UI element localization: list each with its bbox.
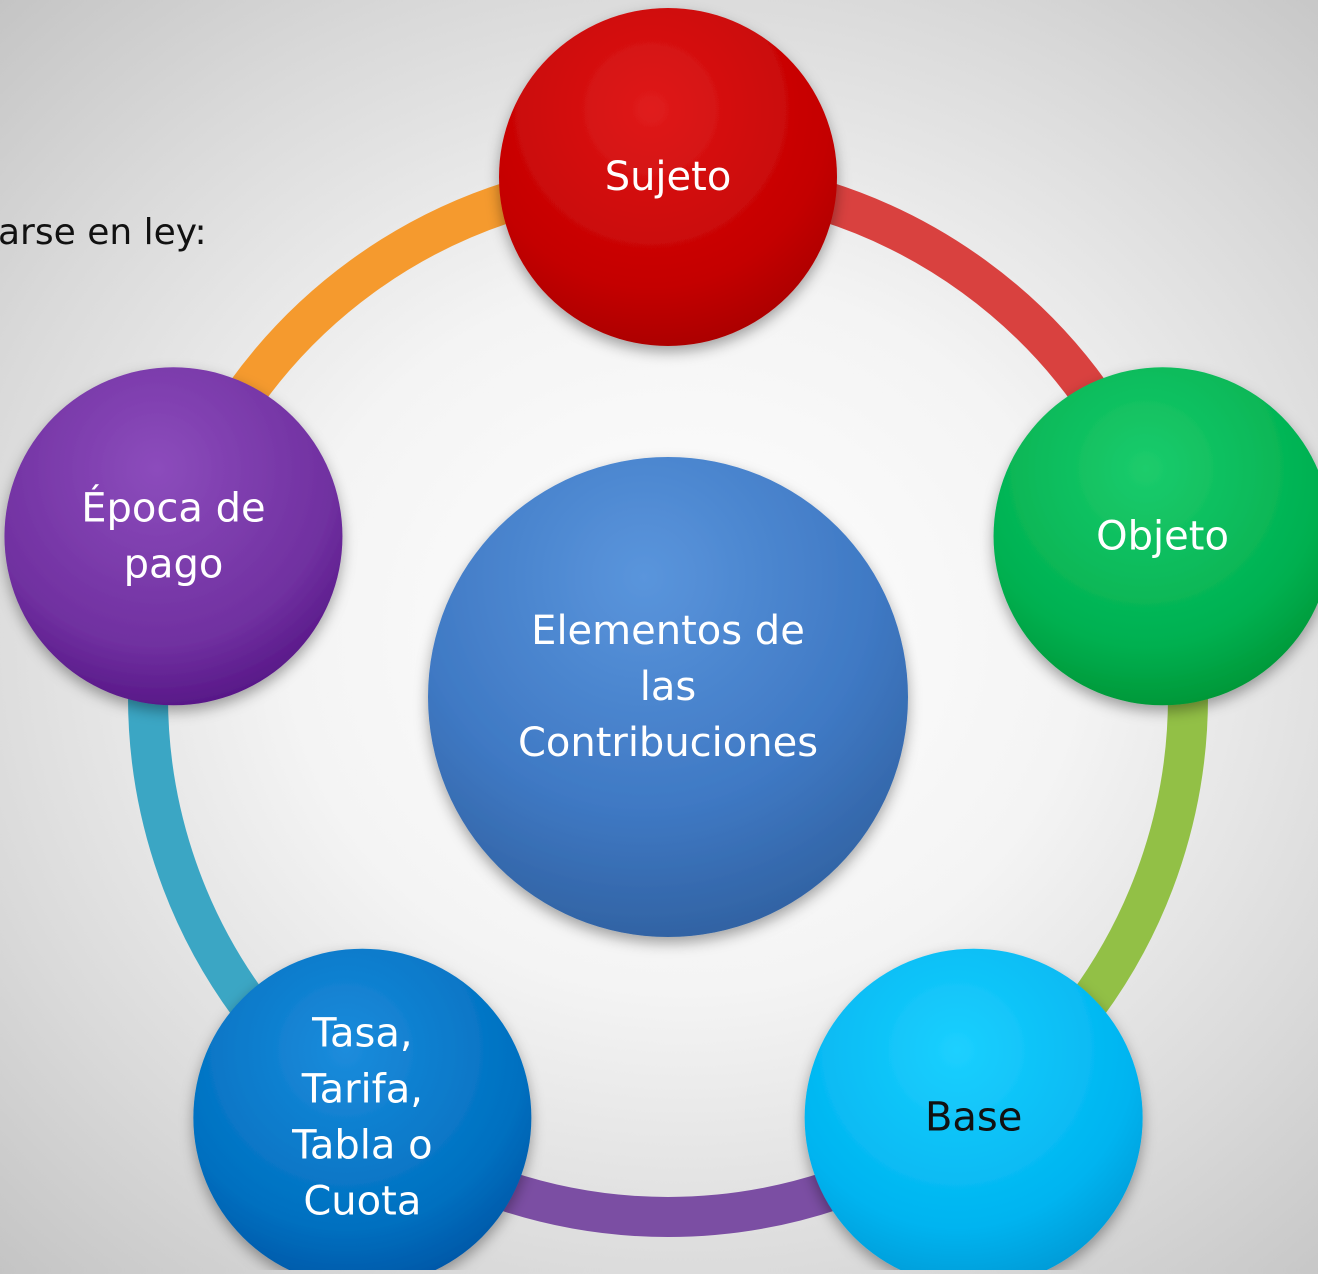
node-tasa-circle bbox=[193, 948, 532, 1274]
side-text: arse en ley: bbox=[0, 212, 207, 253]
node-sujeto-circle bbox=[499, 8, 837, 346]
node-objeto-circle bbox=[993, 367, 1318, 706]
node-sujeto-label: Sujeto bbox=[605, 154, 732, 200]
center-circle-shape bbox=[428, 457, 908, 937]
node-objeto: Objeto bbox=[993, 367, 1318, 706]
node-base-label: Base bbox=[925, 1095, 1022, 1141]
node-epoca-circle bbox=[4, 367, 343, 706]
node-sujeto: Sujeto bbox=[499, 8, 837, 346]
node-base-circle bbox=[804, 948, 1143, 1274]
node-base: Base bbox=[804, 948, 1143, 1274]
node-objeto-label: Objeto bbox=[1096, 513, 1229, 559]
